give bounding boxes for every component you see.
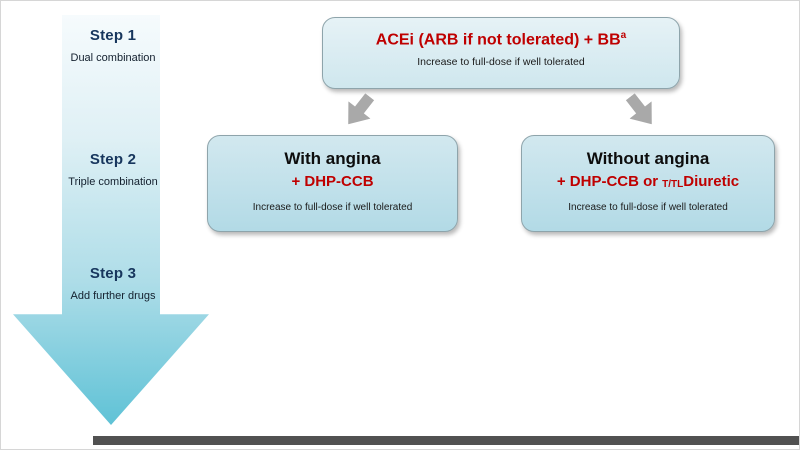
dose-note: Increase to full-dose if well tolerated bbox=[417, 56, 585, 69]
dose-note: Increase to full-dose if well tolerated bbox=[568, 202, 728, 213]
slide-bottom-edge bbox=[93, 436, 799, 445]
step-2-subtitle: Triple combination bbox=[68, 176, 158, 188]
therapy-line: + DHP-CCB bbox=[291, 173, 374, 190]
therapy-suffix: Diuretic bbox=[683, 173, 740, 190]
step-3-subtitle: Add further drugs bbox=[70, 290, 156, 302]
step-2: Step 2 Triple combination bbox=[21, 151, 205, 188]
therapy-title-line: ACEi (ARB if not tolerated) + BBa bbox=[376, 30, 626, 49]
step-3-title: Step 3 bbox=[89, 265, 137, 282]
arrow-down-left-icon bbox=[337, 88, 381, 133]
box-dual-combination: ACEi (ARB if not tolerated) + BBa Increa… bbox=[322, 17, 680, 89]
condition-title: With angina bbox=[284, 149, 381, 168]
dose-note: Increase to full-dose if well tolerated bbox=[252, 202, 413, 213]
therapy-prefix: + DHP-CCB or bbox=[556, 173, 659, 190]
step-3: Step 3 Add further drugs bbox=[21, 265, 205, 302]
step-1-subtitle: Dual combination bbox=[70, 52, 156, 64]
step-2-title: Step 2 bbox=[89, 151, 137, 168]
arrow-down-right-icon bbox=[619, 88, 663, 133]
therapy-title: ACEi (ARB if not tolerated) + BB bbox=[375, 31, 621, 49]
condition-title: Without angina bbox=[586, 149, 710, 168]
therapy-subscript: T/TL bbox=[662, 179, 684, 190]
step-1-title: Step 1 bbox=[89, 27, 137, 44]
footnote-marker: a bbox=[620, 30, 627, 41]
steps-down-arrow bbox=[13, 15, 209, 425]
box-with-angina: With angina + DHP-CCB Increase to full-d… bbox=[207, 135, 458, 232]
step-1: Step 1 Dual combination bbox=[21, 27, 205, 64]
